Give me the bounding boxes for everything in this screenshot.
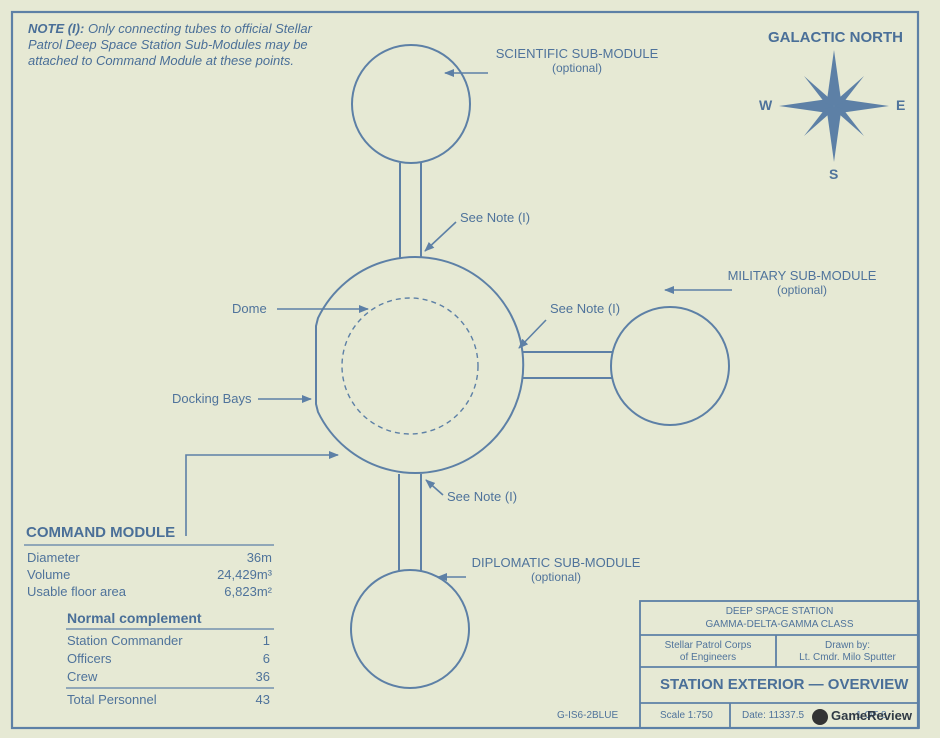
title-block: [639, 600, 920, 729]
diplomatic-optional: (optional): [530, 570, 582, 584]
spec-value: 6,823m²: [224, 584, 272, 599]
complement-title: Normal complement: [67, 610, 202, 626]
spec-value: 6: [262, 651, 270, 666]
compass-title: GALACTIC NORTH: [768, 29, 903, 46]
scientific-optional: (optional): [551, 61, 603, 75]
spec-label: Usable floor area: [27, 584, 126, 599]
spec-value: 1: [262, 633, 270, 648]
spec-label: Officers: [67, 651, 112, 666]
compass-rose: [779, 50, 889, 162]
military-sub-module: [610, 306, 730, 426]
arrow-command: [185, 451, 339, 536]
org-line2: of Engineers: [679, 652, 737, 663]
watermark-text: GameReview: [831, 708, 912, 723]
note-body: Only connecting tubes to official Stella…: [28, 21, 312, 68]
connecting-tubes: [398, 163, 612, 572]
compass-e: E: [896, 97, 906, 113]
military-optional: (optional): [776, 283, 828, 297]
command-module-title: COMMAND MODULE: [26, 524, 176, 541]
title-line2: GAMMA-DELTA-GAMMA CLASS: [705, 619, 854, 630]
scientific-label: SCIENTIFIC SUB-MODULE (optional): [492, 46, 662, 75]
drawing-code: G-IS6-2BLUE: [557, 710, 619, 721]
spec-label: Diameter: [27, 550, 80, 565]
scale-label: Scale 1:750: [660, 710, 713, 721]
military-name: MILITARY SUB-MODULE: [727, 268, 877, 283]
sheet-title: STATION EXTERIOR — OVERVIEW: [660, 676, 909, 693]
see-note-top: See Note (I): [460, 210, 531, 225]
watermark: GameReview: [812, 708, 930, 730]
docking-bays-label: Docking Bays: [172, 391, 252, 406]
dome: [341, 297, 479, 435]
spec-value: 36: [255, 669, 270, 684]
spec-label: Volume: [27, 567, 71, 582]
drawn-line2: Lt. Cmdr. Milo Sputter: [799, 652, 896, 663]
sheet-border: [10, 10, 920, 730]
diplomatic-name: DIPLOMATIC SUB-MODULE: [471, 555, 641, 570]
spec-label: Station Commander: [67, 633, 183, 648]
diplomatic-sub-module: [350, 569, 470, 689]
arrow-note-top: [424, 221, 457, 252]
arrow-note-right: [518, 319, 547, 349]
military-label: MILITARY SUB-MODULE (optional): [724, 268, 880, 297]
scientific-name: SCIENTIFIC SUB-MODULE: [495, 46, 659, 61]
total-personnel-value: 43: [255, 692, 270, 707]
total-personnel-label: Total Personnel: [67, 692, 157, 707]
diplomatic-label: DIPLOMATIC SUB-MODULE (optional): [468, 555, 644, 584]
org-line1: Stellar Patrol Corps: [664, 640, 752, 651]
note-label: NOTE (I):: [28, 21, 85, 36]
compass-s: S: [829, 166, 839, 182]
sheet-number: 1 OF 8: [856, 710, 887, 721]
see-note-right: See Note (I): [550, 301, 621, 316]
spec-value: 24,429m³: [217, 567, 272, 582]
dome-label: Dome: [232, 301, 267, 316]
scientific-sub-module: [351, 44, 471, 164]
arrow-note-bottom: [425, 479, 444, 496]
see-note-bottom: See Note (I): [447, 489, 518, 504]
compass-w: W: [759, 97, 773, 113]
title-line1: DEEP SPACE STATION: [725, 606, 834, 617]
watermark-logo-icon: [812, 708, 828, 725]
date-label: Date: 11337.5: [742, 710, 805, 721]
drawn-line1: Drawn by:: [824, 640, 870, 651]
command-module: [315, 256, 525, 474]
note-text: NOTE (I): Only connecting tubes to offic…: [28, 21, 328, 69]
spec-label: Crew: [67, 669, 98, 684]
spec-value: 36m: [246, 550, 272, 565]
